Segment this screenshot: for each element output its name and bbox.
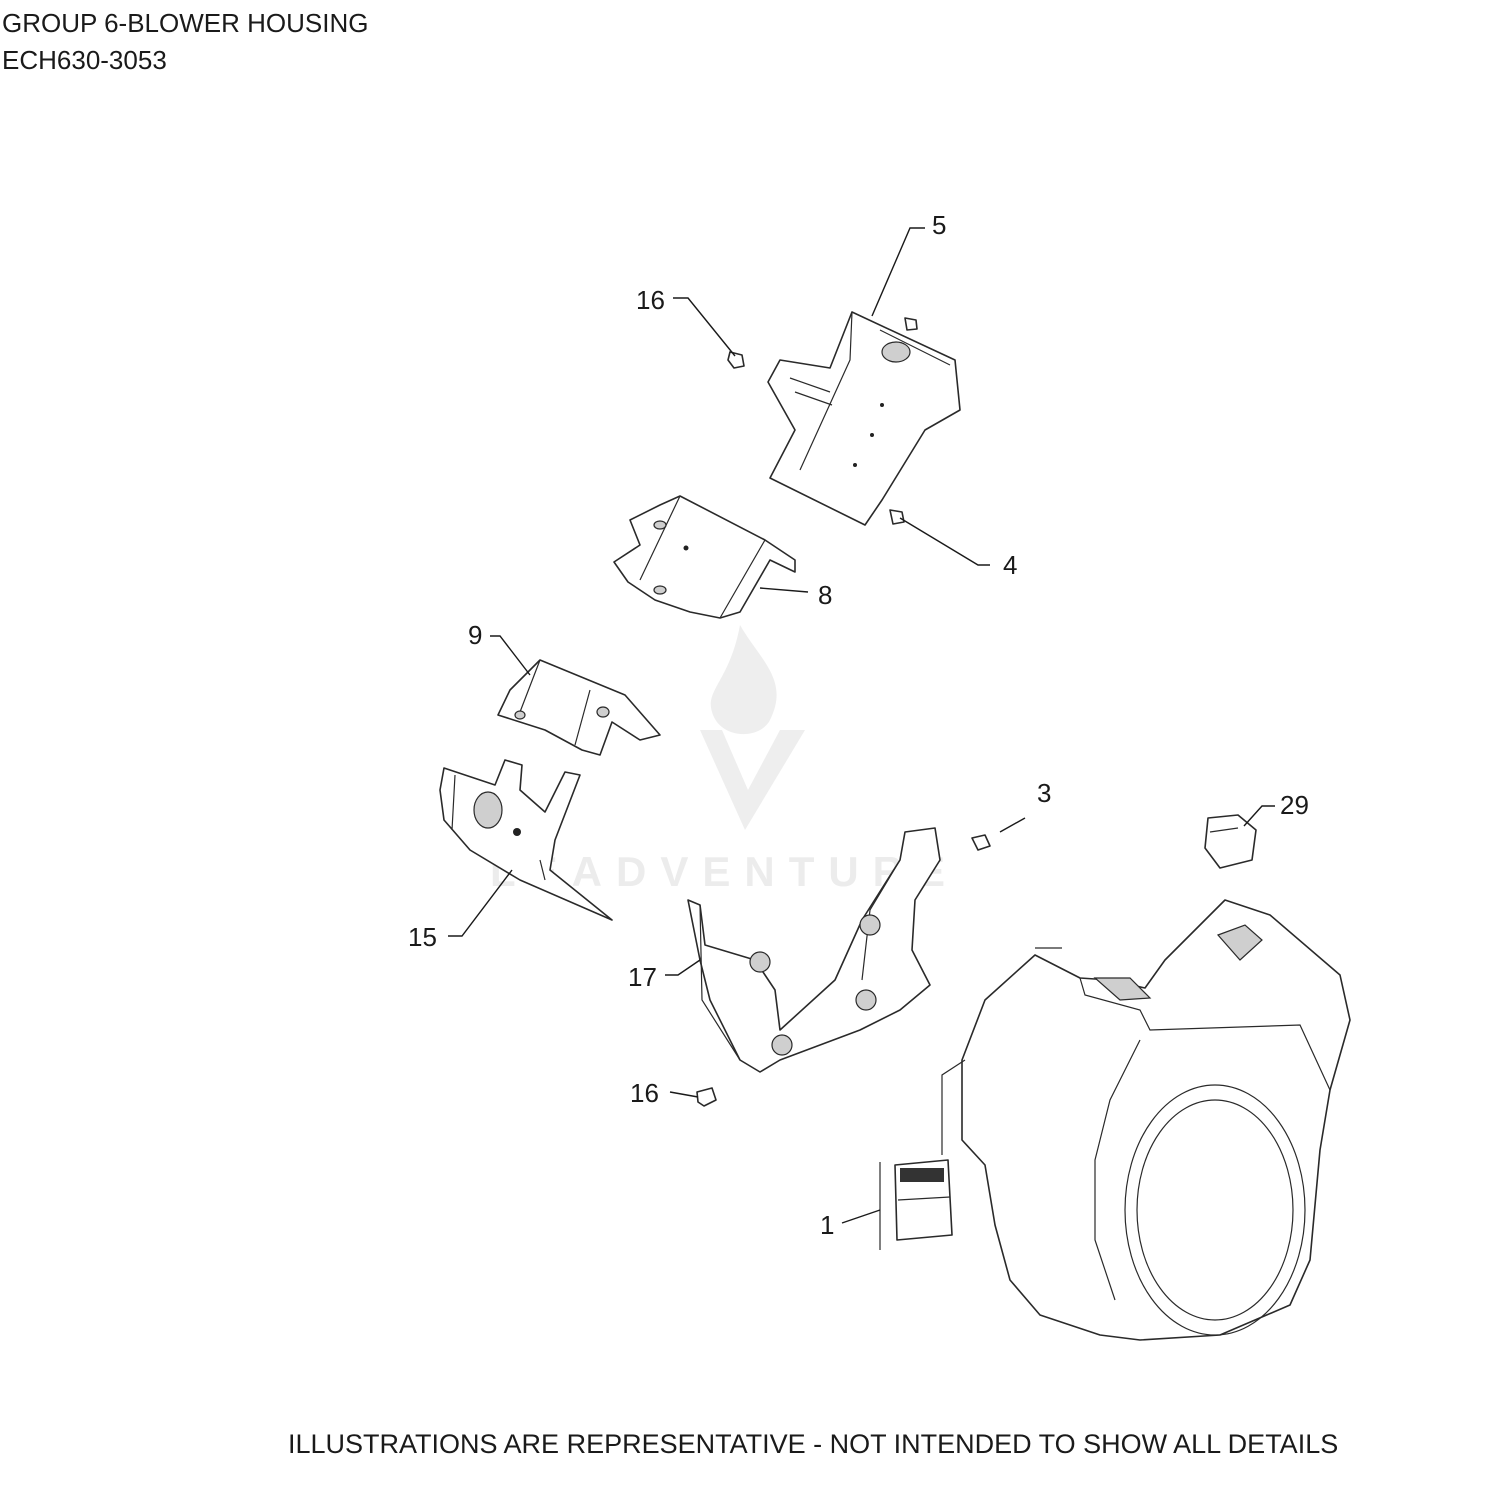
callout-4: 4 <box>1003 550 1018 580</box>
callout-5: 5 <box>932 210 947 240</box>
part-17-lower-baffle[interactable] <box>687 827 941 1073</box>
callout-3: 3 <box>1037 778 1052 808</box>
callout-8: 8 <box>818 580 833 610</box>
decal-1[interactable] <box>894 1159 953 1241</box>
callout-16-lower: 16 <box>630 1078 659 1108</box>
part-29-cap[interactable] <box>1204 814 1257 869</box>
part-16-screw-upper[interactable] <box>727 351 745 369</box>
part-4-screw[interactable] <box>889 509 905 525</box>
callout-1: 1 <box>820 1210 835 1240</box>
callout-17: 17 <box>628 962 657 992</box>
model-number: ECH630-3053 <box>2 45 167 75</box>
callout-9: 9 <box>468 620 483 650</box>
part-5-upper-shroud[interactable] <box>767 311 961 526</box>
decal-bracket-line <box>941 1059 966 1155</box>
callout-29: 29 <box>1280 790 1309 820</box>
diagram-title: GROUP 6-BLOWER HOUSING <box>2 8 369 38</box>
callout-16-upper: 16 <box>636 285 665 315</box>
leader-lines <box>448 227 1275 1224</box>
part-3-screw[interactable] <box>971 834 991 851</box>
part-1-blower-housing[interactable] <box>961 899 1351 1341</box>
watermark-logo <box>700 625 805 830</box>
part-15-side-baffle[interactable] <box>439 759 613 921</box>
part-16-screw-lower[interactable] <box>696 1087 717 1107</box>
callout-15: 15 <box>408 922 437 952</box>
screw-top-of-5[interactable] <box>904 317 918 331</box>
disclaimer-note: ILLUSTRATIONS ARE REPRESENTATIVE - NOT I… <box>288 1429 1339 1459</box>
part-8-baffle[interactable] <box>613 495 796 619</box>
part-9-small-baffle[interactable] <box>497 659 661 756</box>
